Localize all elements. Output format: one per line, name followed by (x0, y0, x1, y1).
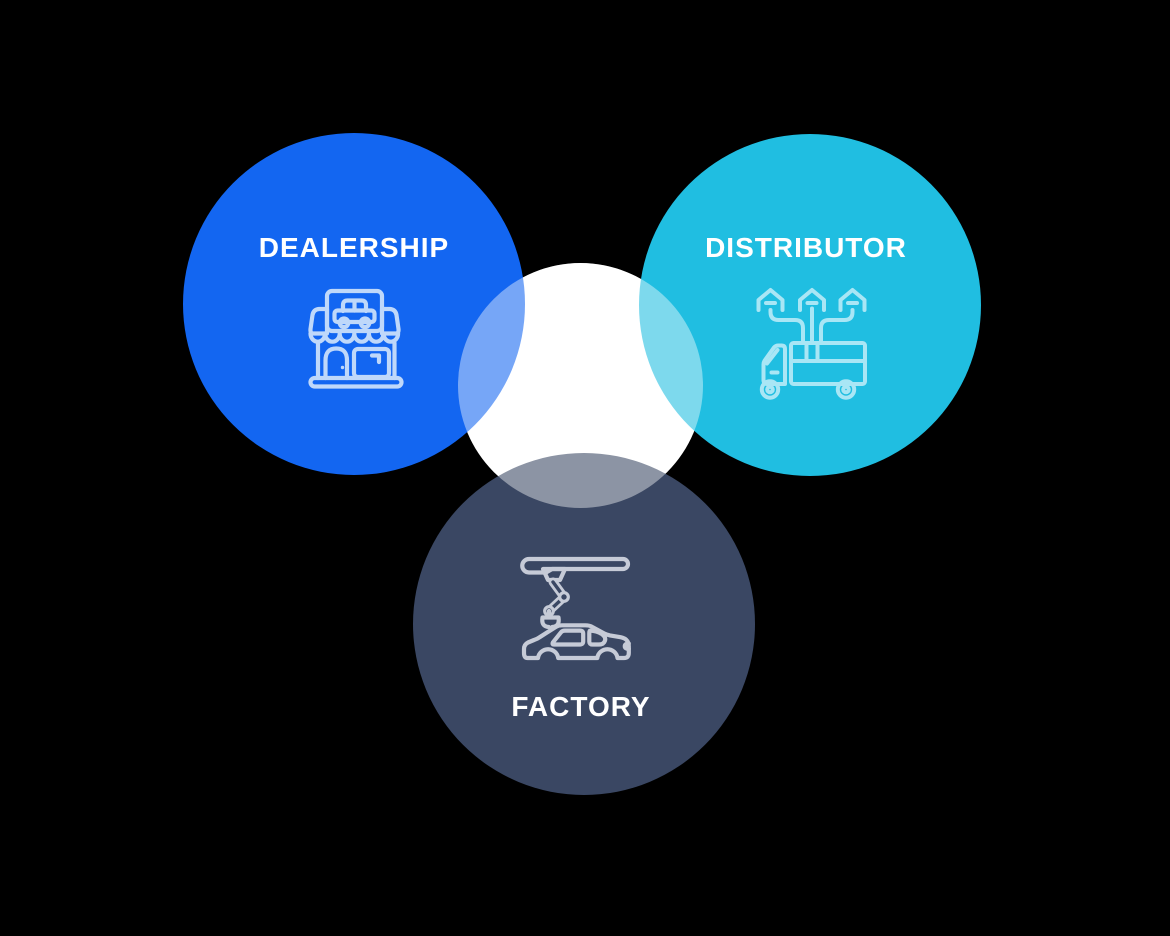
shop-base (308, 375, 404, 389)
storefront-sign-car (332, 298, 377, 330)
shop-walls (315, 340, 397, 381)
robot-arm-car-icon (520, 556, 631, 661)
center-overlap-overlay-circle (458, 263, 703, 508)
truck-wheels (759, 379, 857, 400)
center-overlap-overlay (458, 263, 703, 508)
shop-window-corner-mark (369, 353, 382, 365)
shop-door (323, 346, 350, 381)
dealership-label: DEALERSHIP (259, 232, 449, 263)
distribution-routes (768, 306, 855, 345)
shop-door-handle (340, 365, 345, 370)
robot-gripper (540, 608, 561, 630)
distribution-truck-icon (756, 288, 867, 400)
car-front-window (587, 628, 608, 647)
awning-left-flap (308, 306, 330, 336)
storefront-car-icon (308, 288, 404, 389)
factory-label: FACTORY (511, 691, 650, 722)
awning-scallops (308, 331, 401, 344)
car-rear-window (550, 628, 586, 647)
truck-cargo-box (789, 341, 867, 386)
storefront-sign-car-hubs (342, 321, 367, 325)
distributor-label: DISTRIBUTOR (705, 232, 907, 263)
car-front-port (622, 641, 631, 651)
car-body-shell (521, 623, 631, 661)
robot-arm-mount (540, 566, 568, 583)
destination-houses (756, 288, 867, 312)
